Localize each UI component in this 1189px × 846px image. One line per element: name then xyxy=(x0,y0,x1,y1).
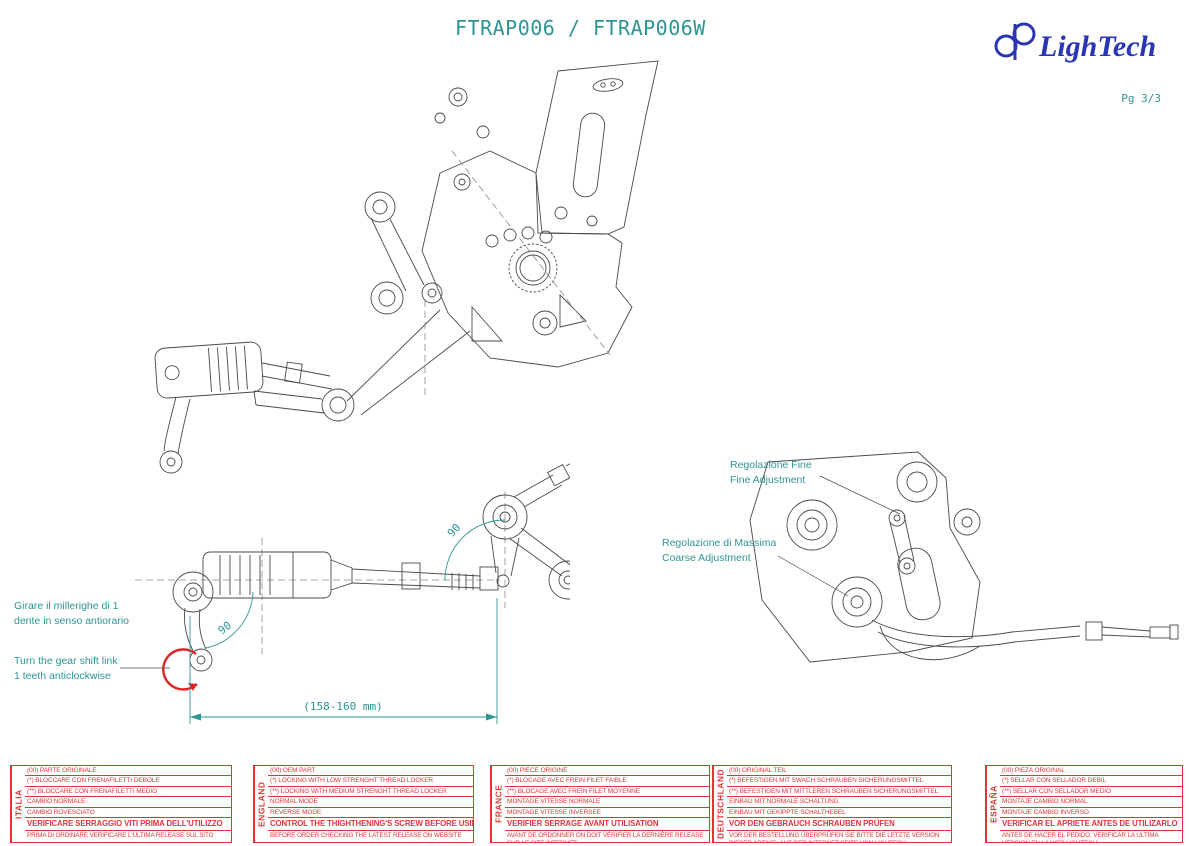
table-row: (00) PIECE ORIGINE xyxy=(505,766,709,777)
lightech-logo-text: LighTech xyxy=(1038,30,1156,63)
table-row: EINBAU MIT NORMALE SCHALTUNG xyxy=(727,797,951,808)
fine-adjustment-note-it: Regolazione Fine xyxy=(730,459,812,471)
table-row: ANTES DE HACER EL PEDIDO, VERIFICAR LA U… xyxy=(1002,831,1159,842)
fine-adjustment-note: Regolazione Fine Fine Adjustment xyxy=(730,458,812,488)
table-country-label: DEUTSCHLAND xyxy=(713,766,727,842)
table-row: (*) SELLAR CON SELLADOR DEBIL xyxy=(1000,776,1182,787)
table-row: (**) BLOCAGE AVEC FREIN FILET MOYENNE xyxy=(505,787,709,798)
table-row: NORMAL MODE xyxy=(268,797,473,808)
table-row: MONTAJE CAMBIO INVERSO xyxy=(1000,808,1182,818)
table-row: (*) BLOCCARE CON FRENAFILETTI DEBOLE xyxy=(25,776,231,787)
table-row: AVANT DE ORDONNER ON DOIT VÉRIFIER LA DE… xyxy=(507,831,704,842)
table-country-label: FRANCE xyxy=(491,766,505,842)
table-row: (**) SELLAR CON SELLADOR MEDIO xyxy=(1000,787,1182,798)
table-row: BEFORE ORDER CHECKING THE LATEST RELEASE… xyxy=(270,831,462,839)
table-row: VOR DER BESTELLUNG ÜBERPRÜFEN SIE BITTE … xyxy=(729,831,940,842)
table-row-warning: VOR DEN GEBRAUCH SCHRAUBEN PRÜFEN xyxy=(727,818,951,831)
table-row-warning: VERIFICARE SERRAGGIO VITI PRIMA DELL'UTI… xyxy=(25,818,231,831)
dimension-label: (158-160 mm) xyxy=(303,700,382,713)
lightech-logo: LighTech xyxy=(994,22,1156,63)
lightech-logo-mark xyxy=(994,22,1036,60)
language-table-deutschland: DEUTSCHLAND (00) ORIGINAL TEIL (*) BEFES… xyxy=(712,765,952,843)
table-row: (**) LOCKING WITH MEDIUM STRENGHT THREAD… xyxy=(268,787,473,798)
table-row: MONTAGE VITESSE NORMALE xyxy=(505,797,709,808)
table-country-label: ESPAÑA xyxy=(986,766,1000,842)
table-row: CAMBIO ROVESCIATO xyxy=(25,808,231,818)
coarse-adjustment-note: Regolazione di Massima Coarse Adjustment xyxy=(662,536,776,566)
table-row: (00) ORIGINAL TEIL xyxy=(727,766,951,777)
coarse-adjustment-note-en: Coarse Adjustment xyxy=(662,552,751,564)
shift-linkage-drawing: 90 90 (158-160 mm) xyxy=(120,463,570,724)
table-row-warning: VERIFIER SERRAGE AVANT UTILISATION xyxy=(505,818,709,831)
table-row: CAMBIO NORMALE xyxy=(25,797,231,808)
table-row: (00) PIEZA ORIGINAL xyxy=(1000,766,1182,777)
main-assembly-drawing xyxy=(154,60,659,474)
table-country-label: ITALIA xyxy=(11,766,25,842)
page-number: Pg 3/3 xyxy=(1121,92,1161,105)
table-country-label: ENGLAND xyxy=(254,766,268,842)
table-row: MONTAGE VITESSE INVERSEE xyxy=(505,808,709,818)
anticlockwise-arrow xyxy=(162,648,198,691)
table-row: EINBAU MIT GEKIPPTE SCHALTHEBEL xyxy=(727,808,951,818)
table-row: REVERSE MODE xyxy=(268,808,473,818)
table-row: (*) BEFESTIGEN MIT SWACH SCHRAUBEN SICHE… xyxy=(727,776,951,787)
table-row: (**) BEFESTIGEN MIT MITTLEREN SCHRAUBEN … xyxy=(727,787,951,798)
coarse-adjustment-note-it: Regolazione di Massima xyxy=(662,537,777,549)
language-table-italia: ITALIA (00) PARTE ORIGINALE (*) BLOCCARE… xyxy=(10,765,232,843)
page-title: FTRAP006 / FTRAP006W xyxy=(455,16,706,40)
gear-shift-note-english: Turn the gear shift link 1 teeth anticlo… xyxy=(14,655,118,682)
gear-shift-note-italian: Girare il millerighe di 1 dente in senso… xyxy=(14,600,129,627)
adjustment-view-drawing xyxy=(749,451,1179,663)
language-table-espana: ESPAÑA (00) PIEZA ORIGINAL (*) SELLAR CO… xyxy=(985,765,1183,843)
language-table-england: ENGLAND (00) OEM PART (*) LOCKING WITH L… xyxy=(253,765,474,843)
table-row: (00) OEM PART xyxy=(268,766,473,777)
table-row: PRIMA DI ORDINARE VERIFICARE L'ULTIMA RE… xyxy=(27,831,214,839)
angle-label-90-lower: 90 xyxy=(216,619,234,637)
table-row: (00) PARTE ORIGINALE xyxy=(25,766,231,777)
angle-label-90-upper: 90 xyxy=(445,521,464,540)
table-row: (*) BLOCAGE AVEC FREIN FILET FAIBLE xyxy=(505,776,709,787)
language-table-france: FRANCE (00) PIECE ORIGINE (*) BLOCAGE AV… xyxy=(490,765,710,843)
table-row-warning: CONTROL THE THIGHTHENING'S SCREW BEFORE … xyxy=(268,818,473,831)
table-row: (*) LOCKING WITH LOW STRENGHT THREAD LOC… xyxy=(268,776,473,787)
table-row-warning: VERIFICAR EL APRIETE ANTES DE UTILIZARLO xyxy=(1000,818,1182,831)
table-row: MONTAJE CAMBIO NORMAL xyxy=(1000,797,1182,808)
fine-adjustment-note-en: Fine Adjustment xyxy=(730,474,806,486)
table-row: (**) BLOCCARE CON FRENAFILETTI MEDIO xyxy=(25,787,231,798)
